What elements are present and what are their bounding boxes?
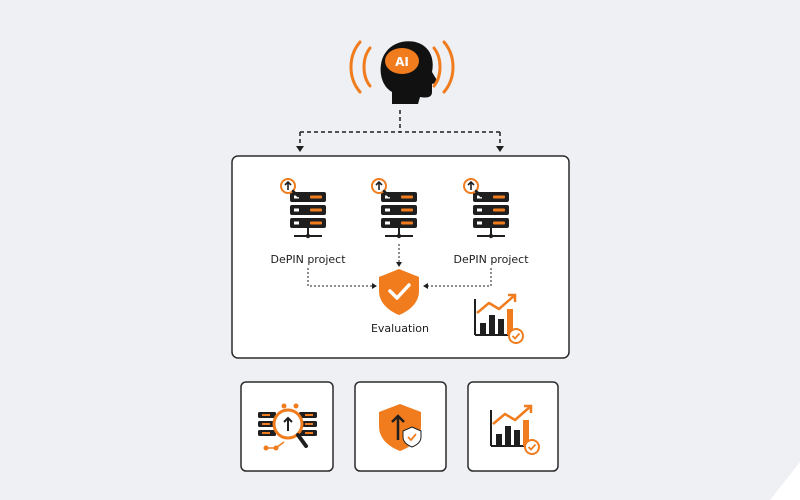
evaluation-label: Evaluation <box>370 322 430 335</box>
corner-decoration <box>770 462 800 500</box>
security-shield-icon <box>379 404 422 451</box>
card-analytics <box>467 381 559 472</box>
ai-head-label: AI <box>395 55 409 69</box>
head-connector <box>299 110 501 148</box>
node-right-label: DePIN project <box>453 253 529 266</box>
search-analysis-icon <box>258 403 317 451</box>
node-left-label: DePIN project <box>270 253 346 266</box>
ai-head-icon <box>349 40 455 104</box>
flow-connectors <box>307 244 492 287</box>
